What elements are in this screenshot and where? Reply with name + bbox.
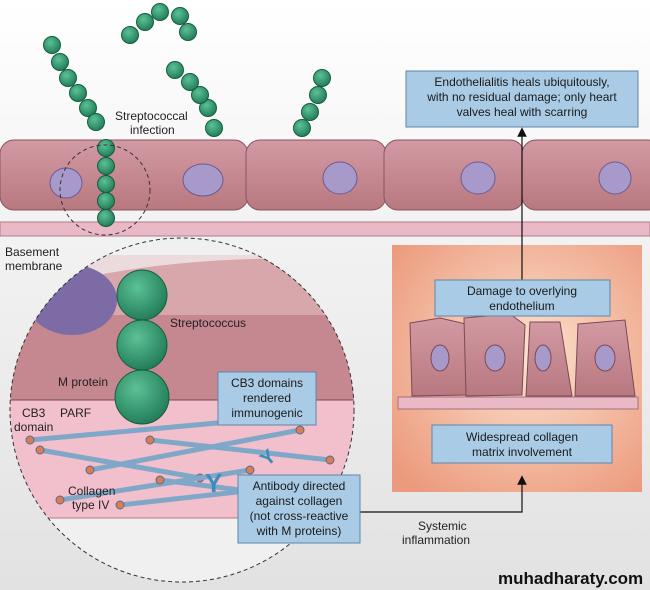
streptococcus-coccus (199, 99, 217, 117)
cb3-domain (325, 455, 335, 465)
streptococcus (116, 319, 168, 371)
cb3-domain (35, 445, 45, 455)
collagen-fibril (29, 417, 251, 443)
streptococcus-coccus (87, 113, 105, 131)
cb3-domain (295, 425, 305, 435)
streptococcus-coccus (97, 139, 115, 157)
cb3-domain (155, 475, 165, 485)
nucleus (460, 161, 496, 195)
collagen-fibril (149, 437, 331, 463)
streptococcus-coccus (69, 84, 87, 102)
cb3-domain (145, 435, 155, 445)
cb3-domain (55, 495, 65, 505)
nucleus (598, 161, 632, 195)
svg-text:Endothelialitis heals ubiquito: Endothelialitis heals ubiquitously,with … (426, 75, 617, 119)
zoom-source-outline (59, 144, 151, 236)
streptococcus-coccus (43, 36, 61, 54)
streptococcus-coccus (171, 7, 189, 25)
damaged-cells (409, 313, 636, 397)
streptococcus-coccus (136, 13, 154, 31)
endothelial-cell-layer (0, 139, 650, 211)
streptococcus-coccus (79, 99, 97, 117)
panel-basement-membrane (397, 396, 639, 410)
streptococcus-coccus (59, 69, 77, 87)
streptococcus-coccus (121, 26, 139, 44)
streptococcus-coccus (301, 103, 319, 121)
arrow-to-widespread (348, 475, 527, 513)
streptococcus-coccus (97, 175, 115, 193)
nucleus (49, 167, 83, 199)
streptococcus-coccus (309, 86, 327, 104)
label-parf: PARF (60, 406, 91, 420)
nucleus (322, 161, 358, 195)
inset-outline (9, 237, 355, 583)
streptococcus-coccus (97, 192, 115, 210)
cb3-domain (85, 465, 95, 475)
collagen-fibril (59, 467, 251, 503)
streptococcus (114, 369, 170, 425)
label-m-protein: M protein (58, 375, 108, 389)
streptococcus-coccus (51, 53, 69, 71)
streptococcus-coccus (191, 86, 209, 104)
streptococcus-coccus (313, 69, 331, 87)
streptococcus-coccus (179, 23, 197, 41)
box-heals: Endothelialitis heals ubiquitously,with … (405, 70, 639, 128)
streptococcus-coccus (151, 3, 169, 21)
streptococcus-coccus (293, 119, 311, 137)
streptococcus (116, 269, 168, 321)
antibody-icon: Y (205, 468, 222, 498)
collagen-fibril (89, 427, 301, 473)
streptococcus-coccus (97, 157, 115, 175)
watermark: muhadharaty.com (498, 569, 643, 588)
nucleus (182, 163, 224, 197)
cb3-domain (25, 435, 35, 445)
streptococcus-coccus (181, 73, 199, 91)
basement-membrane (0, 221, 650, 237)
streptococcal-chains (43, 3, 331, 227)
streptococcus-coccus (97, 209, 115, 227)
cb3-domain (115, 500, 125, 510)
label-streptococcus: Streptococcus (170, 316, 246, 330)
streptococcus-coccus (166, 61, 184, 79)
streptococcus-coccus (205, 119, 223, 137)
cb3-domain (245, 465, 255, 475)
